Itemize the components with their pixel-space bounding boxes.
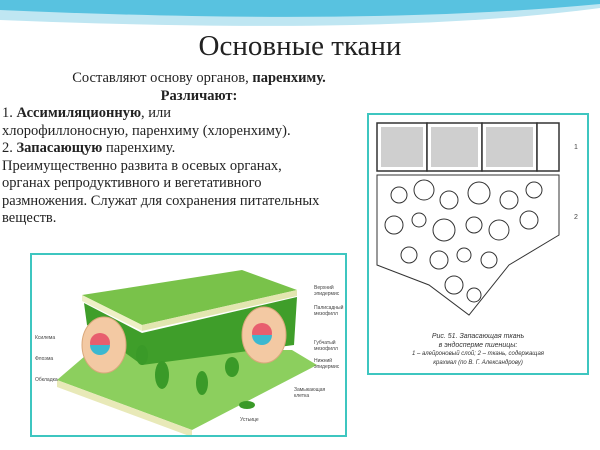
description: Преимущественно развита в осевых органах… xyxy=(2,157,320,227)
item-2: 2. Запасающую паренхиму. xyxy=(2,140,364,158)
caption-line-2: в эндосперме пшеницы: xyxy=(438,342,518,349)
caption-line-3: 1 – алейроновый слой; 2 – ткань, содержа… xyxy=(412,351,544,357)
label-spongy: Губчатый мезофилл xyxy=(314,340,338,352)
slide-text: Составляют основу органов, паренхиму. Ра… xyxy=(2,70,364,228)
item-1-bold: Ассимиляционную xyxy=(16,105,142,121)
figure-caption: Рис. 51. Запасающая ткань в эндосперме п… xyxy=(369,332,587,368)
label-stoma: Устьице xyxy=(240,417,259,423)
item-1-line2: хлорофиллоносную, паренхиму (хлоренхиму)… xyxy=(2,122,291,139)
endosperm-illustration xyxy=(376,122,560,316)
item-1-num: 1. xyxy=(2,105,17,121)
intro-bold: паренхиму. xyxy=(252,70,326,86)
slide-title: Основные ткани xyxy=(198,30,402,62)
intro-line: Составляют основу органов, паренхиму. xyxy=(34,70,364,88)
caption-line-4: крахмал (по В. Г. Александрову) xyxy=(433,360,523,366)
label-xylem: Ксилема xyxy=(35,335,56,341)
distinguish-heading: Различают: xyxy=(160,87,238,104)
item-1: 1. Ассимиляционную, или xyxy=(2,105,364,123)
wheat-endosperm-figure: 1 2 Рис. 51. Запасающая ткань в эндоспер… xyxy=(367,113,589,375)
item-2-num: 2. xyxy=(2,140,17,156)
item-2-rest: паренхиму. xyxy=(102,140,176,156)
intro-text: Составляют основу органов, xyxy=(72,70,253,86)
label-sheath: Обкладка xyxy=(35,377,58,383)
item-2-bold: Запасающую xyxy=(16,140,103,156)
item-1-rest: , или xyxy=(141,105,172,121)
label-2: 2 xyxy=(574,214,578,221)
leaf-illustration xyxy=(57,270,317,437)
label-guard-cell: Замыкающая клетка xyxy=(294,387,326,399)
caption-line-1: Рис. 51. Запасающая ткань xyxy=(431,333,525,340)
label-lower-epidermis: Нижний эпидермис xyxy=(314,358,340,370)
label-palisade: Палисадный мезофилл xyxy=(314,305,344,317)
label-upper-epidermis: Верхний эпидермис xyxy=(314,285,340,297)
label-phloem: Флоэма xyxy=(35,356,54,362)
header-wave-decoration xyxy=(0,0,600,26)
leaf-cross-section-figure: Верхний эпидермис Палисадный мезофилл Гу… xyxy=(30,253,347,437)
label-1: 1 xyxy=(574,144,578,151)
